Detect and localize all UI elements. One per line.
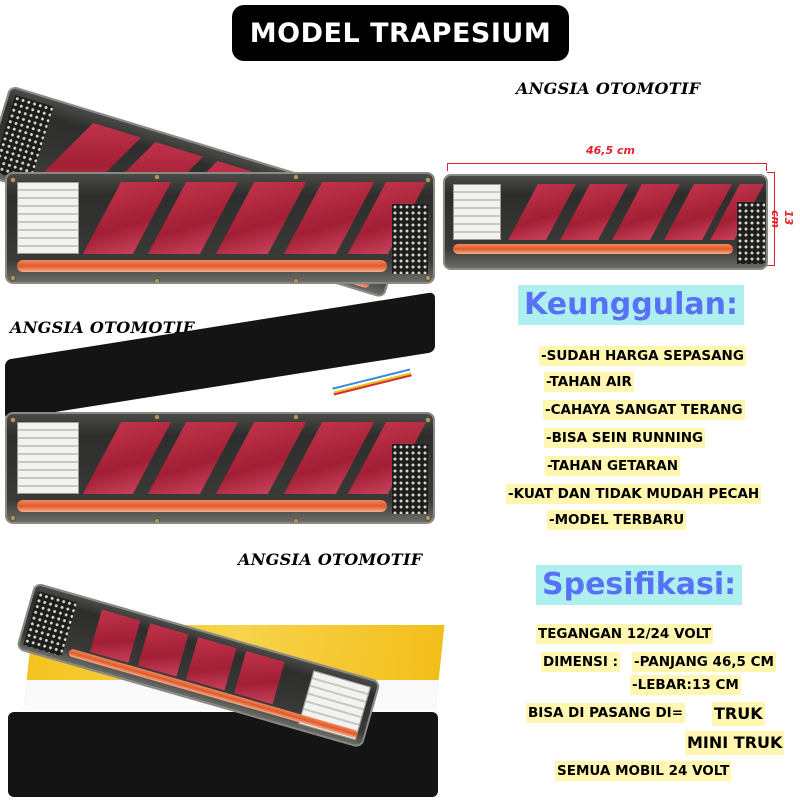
spec-length: -PANJANG 46,5 CM [632,652,776,672]
specs-heading: Spesifikasi: [536,565,743,605]
page-title: MODEL TRAPESIUM [232,5,569,61]
flat-lamp [5,172,435,284]
lamp-on-bracket [5,412,435,524]
height-dimension-line [767,172,775,266]
orange-light-strip [17,260,387,272]
advantage-item: -TAHAN AIR [544,372,634,392]
spec-width: -LEBAR:13 CM [630,675,741,695]
brand-watermark: ANGSIA OTOMOTIF [238,550,423,569]
brand-watermark: ANGSIA OTOMOTIF [516,79,701,98]
spec-install-mini-truck: MINI TRUK [685,731,785,755]
dimension-lamp [443,174,768,270]
width-dimension-label: 46,5 cm [586,144,635,157]
spec-dimension-label: DIMENSI : [541,652,621,672]
advantage-item: -TAHAN GETARAN [545,456,681,476]
advantage-item: -KUAT DAN TIDAK MUDAH PECAH [506,484,762,504]
spec-install-truck: TRUK [712,702,765,726]
wire-harness [332,368,412,396]
mounting-bracket [5,291,435,420]
height-dimension-label: 13 cm [769,210,795,228]
width-dimension-line [447,163,767,171]
advantages-heading: Keunggulan: [518,285,744,325]
title-text: MODEL TRAPESIUM [249,17,552,49]
mounting-bracket-flat [8,712,438,797]
advantage-item: -MODEL TERBARU [547,510,687,530]
advantage-item: -BISA SEIN RUNNING [544,428,706,448]
advantage-item: -CAHAYA SANGAT TERANG [543,400,745,420]
product-photo-top [0,30,440,300]
white-led-block [17,182,79,254]
advantage-item: -SUDAH HARGA SEPASANG [539,346,746,366]
brand-watermark: ANGSIA OTOMOTIF [10,318,195,337]
spec-all-cars: SEMUA MOBIL 24 VOLT [555,761,732,781]
spec-voltage: TEGANGAN 12/24 VOLT [536,624,714,644]
spec-install-label: BISA DI PASANG DI= [526,703,686,723]
